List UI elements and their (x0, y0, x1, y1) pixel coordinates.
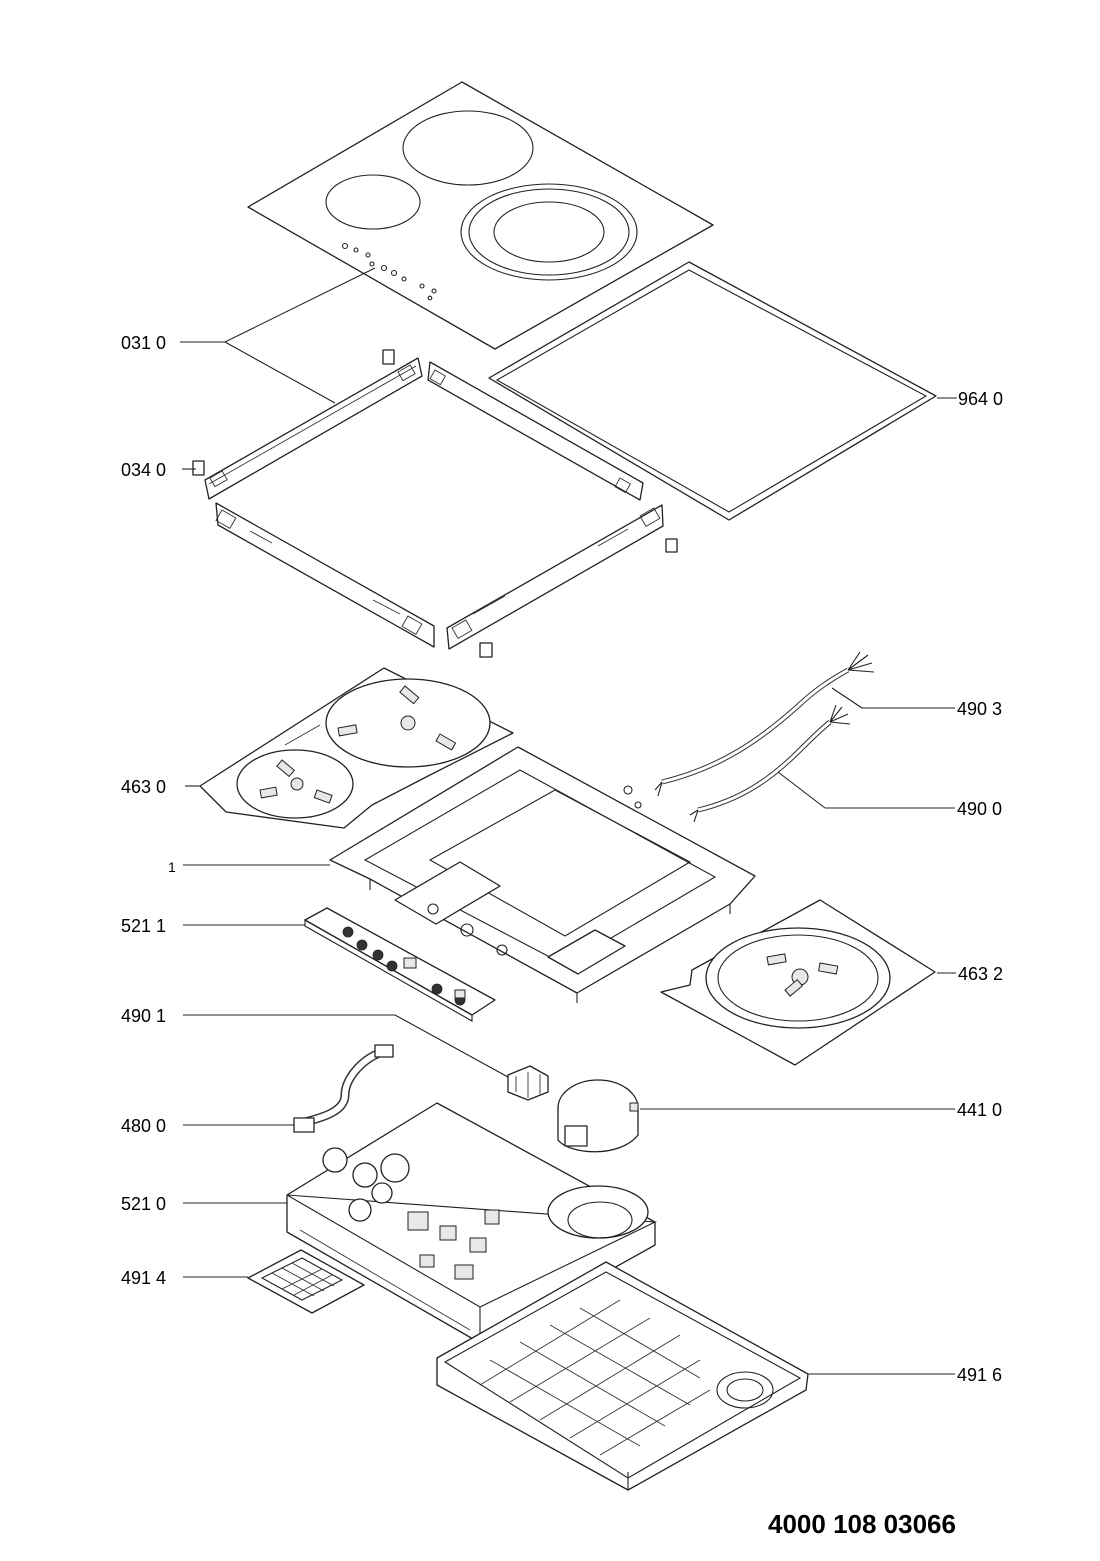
callout-480-0: 480 0 (121, 1116, 166, 1136)
mains-cables (654, 651, 875, 823)
fan (557, 1079, 639, 1153)
cooktop-control-symbols (341, 242, 437, 301)
callout-521-1: 521 1 (121, 916, 166, 936)
control-board (304, 907, 496, 1022)
frame-assembly (192, 349, 678, 658)
frame-clip (382, 349, 395, 365)
callout-463-0: 463 0 (121, 777, 166, 797)
filter (247, 1249, 365, 1314)
callout-491-4: 491 4 (121, 1268, 166, 1288)
callout-034-0: 034 0 (121, 460, 166, 480)
terminal-block (507, 1065, 549, 1101)
gasket (488, 261, 937, 521)
leader-lines (180, 267, 957, 1375)
callout-964-0: 964 0 (958, 389, 1003, 409)
bottom-cover-grille (479, 1299, 711, 1456)
callout-463-2: 463 2 (958, 964, 1003, 984)
heater-plate-left (199, 667, 514, 829)
cooktop-glass (247, 81, 714, 350)
bottom-cover (436, 1261, 809, 1491)
callout-031-0: 031 0 (121, 333, 166, 353)
power-board (286, 1102, 658, 1344)
callout-490-1: 490 1 (121, 1006, 166, 1026)
callout-441-0: 441 0 (957, 1100, 1002, 1120)
callout-490-0: 490 0 (957, 799, 1002, 819)
heater-plate-right (660, 899, 936, 1066)
callout-1: 1 (168, 859, 176, 875)
callout-521-0: 521 0 (121, 1194, 166, 1214)
callout-labels: 031 0 034 0 964 0 490 3 463 0 490 0 1 52… (121, 333, 1003, 1385)
callout-490-3: 490 3 (957, 699, 1002, 719)
callout-491-6: 491 6 (957, 1365, 1002, 1385)
base-tray (329, 746, 756, 1003)
ribbon-cable (293, 1044, 394, 1133)
document-number: 4000 108 03066 (768, 1509, 956, 1539)
